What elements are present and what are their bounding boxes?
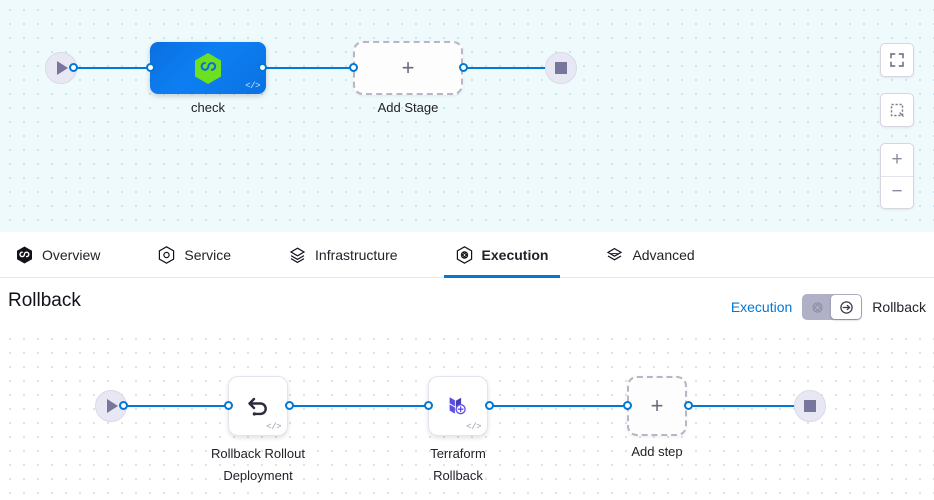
- rollback-end-node[interactable]: [794, 390, 826, 422]
- fullscreen-icon: [890, 53, 904, 67]
- service-hexagon-icon: [158, 245, 175, 264]
- port-addstep-out[interactable]: [684, 401, 693, 410]
- edge-addstage-to-end: [462, 67, 559, 69]
- step-node-label: Terraform Rollback: [385, 445, 531, 485]
- port-check-in[interactable]: [146, 63, 155, 72]
- execution-hexagon-icon: [456, 245, 473, 264]
- port-rb-start-out[interactable]: [119, 401, 128, 410]
- step-label-line2: Rollback: [433, 468, 483, 483]
- zoom-controls[interactable]: + −: [880, 143, 914, 209]
- plus-icon: +: [401, 55, 415, 80]
- stage-node-check[interactable]: </>: [150, 42, 266, 94]
- code-badge-icon: </>: [245, 81, 260, 91]
- step-label-line2: Deployment: [223, 468, 293, 483]
- tab-overview[interactable]: Overview: [16, 232, 122, 277]
- add-stage-label: Add Stage: [377, 100, 439, 115]
- execution-rollback-toggle-group[interactable]: Execution Rollback: [731, 294, 926, 320]
- edge-check-to-addstage: [262, 67, 357, 69]
- harness-hexagon-icon: [194, 52, 222, 84]
- add-step-label: Add step: [631, 444, 683, 459]
- stop-icon: [555, 62, 567, 74]
- selection-box-icon: [890, 103, 904, 117]
- step-node-terraform-rollback[interactable]: </>: [428, 376, 488, 436]
- port-step2-in[interactable]: [424, 401, 433, 410]
- rollback-graph-canvas[interactable]: </> Rollback Rollout Deployment </> Terr…: [0, 329, 934, 500]
- tab-infrastructure[interactable]: Infrastructure: [289, 232, 419, 277]
- edge-addstep-to-end: [688, 405, 806, 407]
- step-label-line1: Terraform: [430, 446, 486, 461]
- step-node-rollback-rollout-deployment[interactable]: </>: [228, 376, 288, 436]
- stage-graph-canvas[interactable]: </> check + Add Stage: [0, 0, 934, 232]
- add-stage-node[interactable]: +: [353, 41, 463, 95]
- execution-icon[interactable]: [802, 294, 832, 320]
- port-step1-out[interactable]: [285, 401, 294, 410]
- stop-icon: [804, 400, 816, 412]
- page-title: Rollback: [8, 290, 81, 311]
- execution-rollback-switch[interactable]: [802, 294, 863, 320]
- code-badge-icon: </>: [466, 422, 481, 432]
- step-node-label: Rollback Rollout Deployment: [185, 445, 331, 485]
- tab-service[interactable]: Service: [158, 232, 253, 277]
- play-icon: [107, 399, 118, 413]
- step-label-line1: Rollback Rollout: [211, 446, 305, 461]
- stage-node-check-label: check: [191, 100, 225, 115]
- tab-execution-label: Execution: [481, 246, 549, 263]
- port-addstage-in[interactable]: [349, 63, 358, 72]
- edge-rb-start-to-step1: [123, 405, 231, 407]
- tab-advanced-label: Advanced: [632, 246, 695, 263]
- edge-step2-to-addstep: [489, 405, 632, 407]
- port-addstage-out[interactable]: [459, 63, 468, 72]
- terraform-icon: [449, 397, 466, 415]
- advanced-layers-icon: [606, 246, 623, 263]
- tab-overview-label: Overview: [42, 246, 101, 263]
- undo-arrow-icon: [248, 397, 267, 416]
- port-check-out[interactable]: [258, 63, 267, 72]
- fullscreen-button[interactable]: [880, 43, 914, 77]
- code-badge-icon: </>: [266, 422, 281, 432]
- toggle-label-rollback[interactable]: Rollback: [872, 299, 926, 315]
- tab-infrastructure-label: Infrastructure: [315, 246, 398, 263]
- edge-start-to-check: [73, 67, 158, 69]
- harness-hexagon-icon: [16, 246, 33, 263]
- edge-step1-to-step2: [289, 405, 432, 407]
- port-start-out[interactable]: [69, 63, 78, 72]
- stage-tabs[interactable]: Overview Service Infrastructure: [0, 232, 934, 278]
- zoom-out-button[interactable]: −: [891, 181, 903, 203]
- rollback-arrow-icon[interactable]: [831, 295, 862, 319]
- tab-execution[interactable]: Execution: [443, 232, 571, 278]
- add-step-node[interactable]: +: [627, 376, 687, 436]
- play-icon: [57, 61, 68, 75]
- pipeline-end-node[interactable]: [545, 52, 577, 84]
- tab-service-label: Service: [184, 246, 232, 263]
- plus-icon: +: [650, 393, 664, 418]
- zoom-in-button[interactable]: +: [881, 144, 913, 177]
- port-addstep-in[interactable]: [623, 401, 632, 410]
- tab-advanced[interactable]: Advanced: [606, 232, 716, 277]
- rollback-section-header: Rollback Execution: [0, 279, 934, 329]
- port-step2-out[interactable]: [485, 401, 494, 410]
- toggle-label-execution[interactable]: Execution: [730, 299, 793, 315]
- layers-diamond-icon: [289, 246, 306, 263]
- port-step1-in[interactable]: [224, 401, 233, 410]
- selection-tool-button[interactable]: [880, 93, 914, 127]
